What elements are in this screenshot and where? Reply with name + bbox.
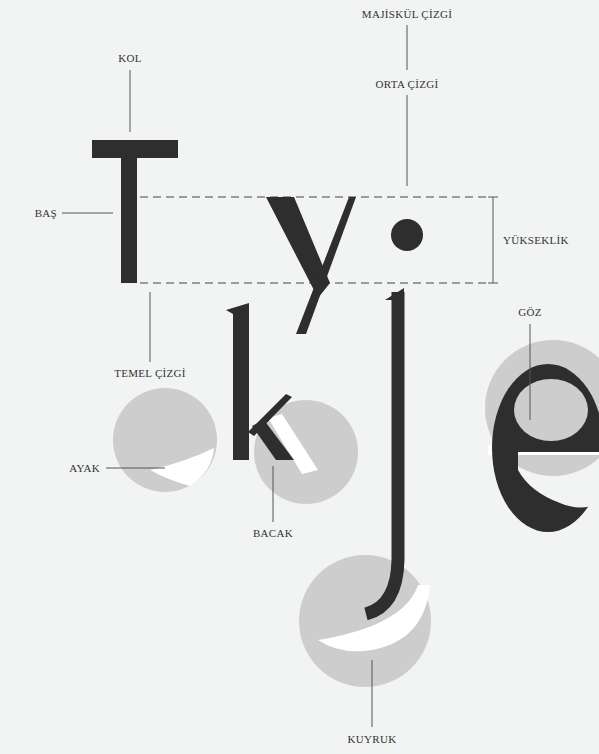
part-label: KOL: [118, 52, 142, 65]
leader-line: [407, 25, 408, 70]
leader-line: [530, 324, 531, 420]
leader-line: [106, 468, 165, 469]
part-label: TEMEL ÇİZGİ: [114, 367, 186, 380]
part-label: GÖZ: [518, 306, 542, 319]
part-label: ORTA ÇİZGİ: [376, 78, 439, 91]
height-bracket: [488, 197, 498, 198]
leader-line: [273, 466, 274, 522]
leader-line: [372, 660, 373, 727]
leader-line: [130, 70, 131, 132]
height-bracket: [488, 283, 498, 284]
leader-lines: [62, 25, 530, 727]
part-label: BACAK: [253, 527, 293, 540]
leader-line: [62, 213, 113, 214]
part-label: YÜKSEKLİK: [503, 234, 569, 247]
height-bracket: [493, 197, 494, 283]
leader-line: [407, 95, 408, 186]
part-label: AYAK: [69, 462, 100, 475]
part-label: KUYRUK: [348, 733, 397, 746]
part-label: MAJİSKÜL ÇİZGİ: [362, 8, 452, 21]
leader-line: [150, 292, 151, 362]
part-label: BAŞ: [35, 207, 57, 220]
